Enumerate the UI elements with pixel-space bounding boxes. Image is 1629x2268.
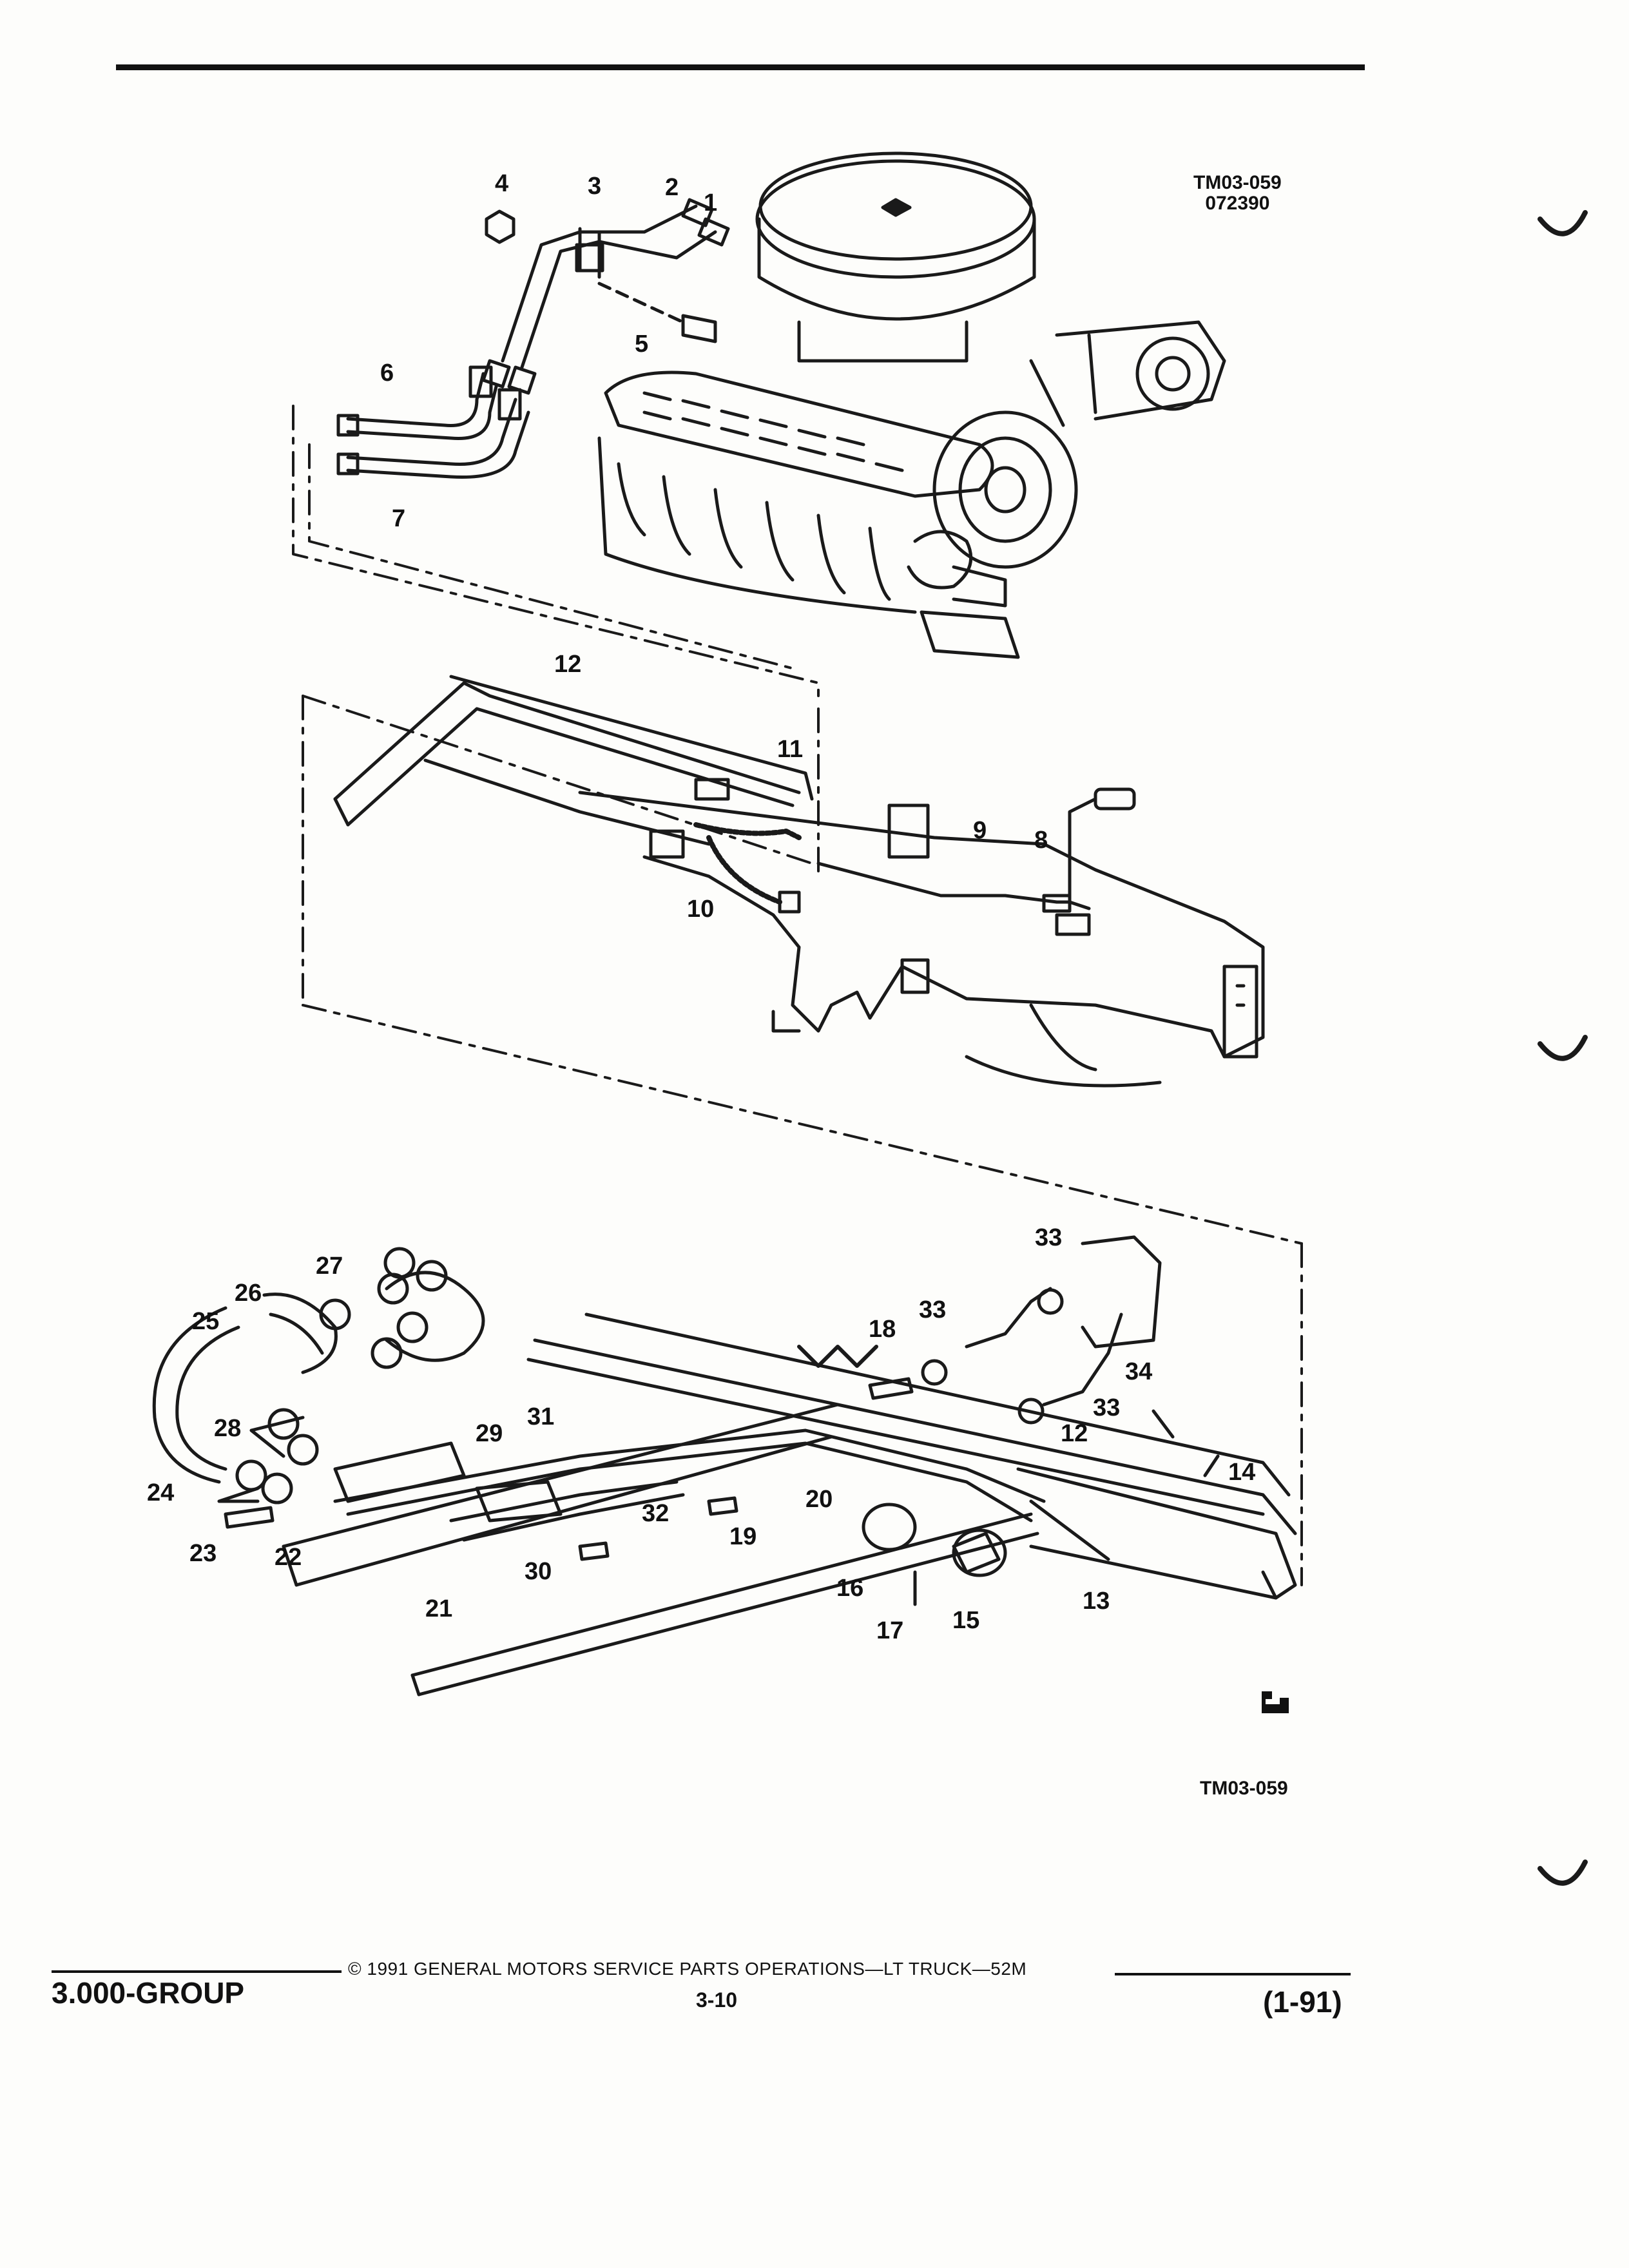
upper-lines xyxy=(292,198,820,697)
callout-7: 7 xyxy=(392,505,406,532)
callout-12: 12 xyxy=(554,651,582,678)
top-rule xyxy=(116,64,1365,70)
callout-11: 11 xyxy=(777,736,804,763)
figure-ref-top: TM03-059 072390 xyxy=(1193,173,1282,213)
callout-5: 5 xyxy=(635,331,649,358)
callout-1: 1 xyxy=(704,189,718,216)
callout-13: 13 xyxy=(1083,1588,1110,1615)
callout-32: 32 xyxy=(642,1500,670,1527)
callout-33-b: 33 xyxy=(919,1296,947,1323)
callout-14: 14 xyxy=(1228,1459,1256,1486)
callout-4: 4 xyxy=(495,170,509,197)
group-label: 3.000-GROUP xyxy=(52,1976,245,2010)
callout-28: 28 xyxy=(214,1415,242,1442)
callout-15: 15 xyxy=(952,1607,980,1634)
callout-24: 24 xyxy=(147,1479,175,1506)
gm-logo-icon xyxy=(1257,1685,1295,1720)
callout-17: 17 xyxy=(876,1617,904,1644)
middle-frame-drawing xyxy=(302,675,1303,1245)
revision-date: (1-91) xyxy=(1263,1985,1342,2019)
callout-23: 23 xyxy=(189,1540,217,1567)
callout-30: 30 xyxy=(525,1558,552,1585)
figure-ref-top-line2: 072390 xyxy=(1205,192,1270,214)
footer-rule-right xyxy=(1115,1973,1351,1975)
callout-20: 20 xyxy=(805,1486,833,1513)
callout-2: 2 xyxy=(665,174,679,201)
callout-34: 34 xyxy=(1125,1358,1153,1385)
callout-21: 21 xyxy=(425,1595,453,1622)
callout-10: 10 xyxy=(687,896,715,923)
copyright-line: © 1991 GENERAL MOTORS SERVICE PARTS OPER… xyxy=(348,1959,1027,1979)
callout-33-a: 33 xyxy=(1035,1224,1063,1251)
callout-29: 29 xyxy=(476,1420,503,1447)
callout-27: 27 xyxy=(316,1253,343,1280)
callout-16: 16 xyxy=(836,1575,864,1602)
engine-drawing xyxy=(597,151,1226,659)
callout-31: 31 xyxy=(527,1403,555,1430)
figure-ref-bottom: TM03-059 xyxy=(1200,1778,1288,1799)
callout-8: 8 xyxy=(1034,827,1048,854)
callout-26: 26 xyxy=(235,1280,262,1307)
callout-12-b: 12 xyxy=(1061,1420,1088,1447)
page-number: 3-10 xyxy=(696,1988,738,2012)
callout-25: 25 xyxy=(192,1308,220,1335)
callout-3: 3 xyxy=(588,173,602,200)
callout-19: 19 xyxy=(729,1523,757,1550)
footer-rule-left xyxy=(52,1970,342,1973)
callout-6: 6 xyxy=(380,360,394,387)
callout-22: 22 xyxy=(275,1544,302,1571)
figure-ref-top-line1: TM03-059 xyxy=(1193,172,1282,193)
callout-9: 9 xyxy=(973,817,987,844)
callout-33-c: 33 xyxy=(1093,1394,1121,1421)
callout-18: 18 xyxy=(869,1316,896,1343)
lower-frame-drawing xyxy=(152,1235,1303,1696)
